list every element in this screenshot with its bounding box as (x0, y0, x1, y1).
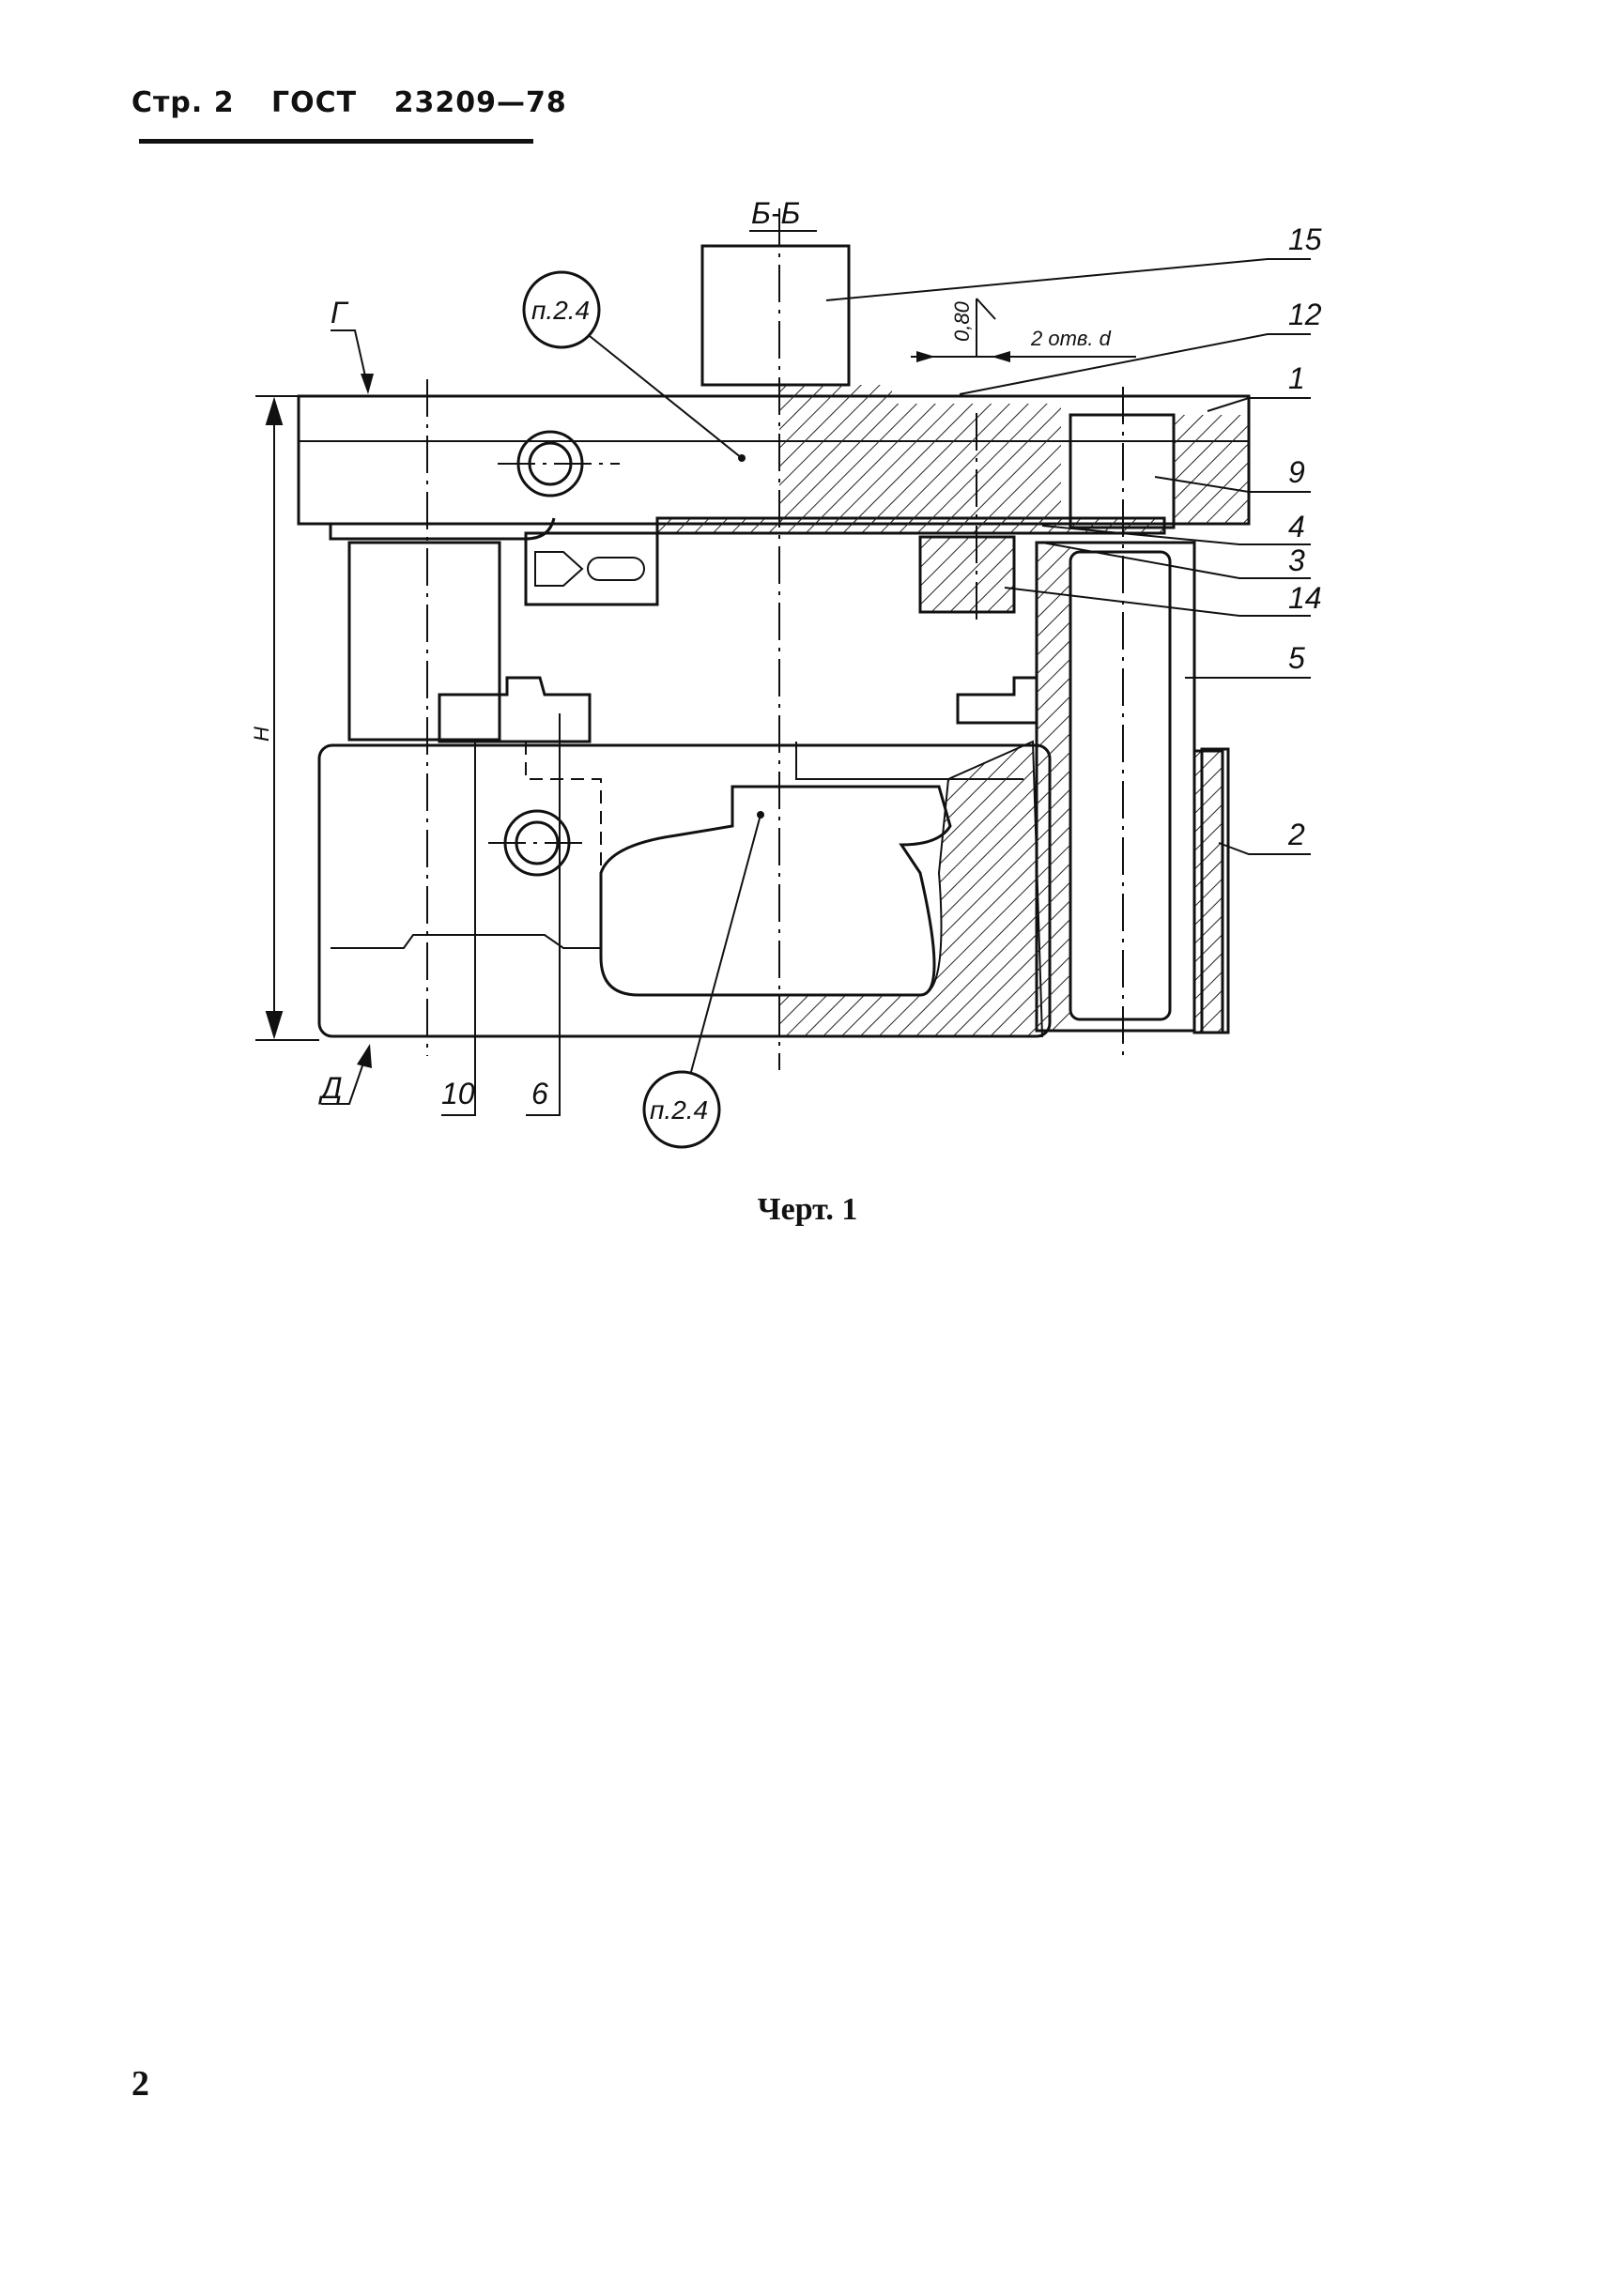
callout-top: п.2.4 (522, 270, 746, 462)
part-4: 4 (1288, 510, 1305, 543)
view-mark-d: Д (318, 1071, 343, 1105)
part-15: 15 (1288, 222, 1322, 256)
page-header: Стр. 2 ГОСТ 23209—78 (131, 86, 593, 119)
header-rule (139, 139, 533, 144)
section-label: Б-Б (751, 196, 800, 230)
technical-drawing: H Б-Б п.2.4 п.2.4 Г Д 0,80 2 отв. d 15 (250, 196, 1322, 1149)
page-number: 2 (131, 2064, 149, 2104)
drawing-outlines (297, 244, 1251, 1038)
part-10: 10 (441, 1077, 475, 1110)
shank-outline (700, 244, 851, 387)
standard-number: 23209—78 (393, 86, 567, 119)
housing-wall (1192, 749, 1224, 1034)
roughness-value: 0,80 (950, 300, 974, 342)
standard-label: ГОСТ (271, 86, 358, 119)
housing-outline (1200, 747, 1230, 1034)
part-5: 5 (1288, 641, 1305, 675)
svg-text:п.2.4: п.2.4 (650, 1095, 708, 1125)
dimension-h (255, 395, 319, 1041)
page-label: Стр. 2 (131, 86, 235, 119)
part-2: 2 (1287, 818, 1305, 851)
view-mark-g: Г (331, 296, 349, 329)
hatched-sections (778, 385, 1249, 1037)
plate-flange (329, 517, 556, 541)
dimension-h-label: H (250, 727, 273, 742)
left-clamp (438, 676, 592, 743)
leaders-right (825, 258, 1311, 855)
part-14: 14 (1288, 581, 1322, 615)
leaders-bottom (441, 713, 561, 1116)
svg-text:п.2.4: п.2.4 (531, 296, 590, 325)
center-lines (426, 208, 1124, 1070)
part-3: 3 (1288, 543, 1305, 577)
part-9: 9 (1288, 455, 1305, 489)
callout-bottom: п.2.4 (642, 811, 764, 1149)
guide-post-body (1069, 550, 1172, 1021)
clamp-block-outline (524, 531, 659, 606)
part-12: 12 (1288, 298, 1322, 331)
right-clamp (956, 676, 1038, 725)
part-1: 1 (1288, 361, 1305, 395)
left-column-outline (347, 541, 501, 742)
die-cavity (599, 785, 952, 997)
part-6: 6 (531, 1077, 548, 1110)
figure-caption: Черт. 1 (757, 1192, 858, 1227)
insert-block (918, 535, 1016, 614)
fit-note: 2 отв. d (1030, 327, 1112, 350)
